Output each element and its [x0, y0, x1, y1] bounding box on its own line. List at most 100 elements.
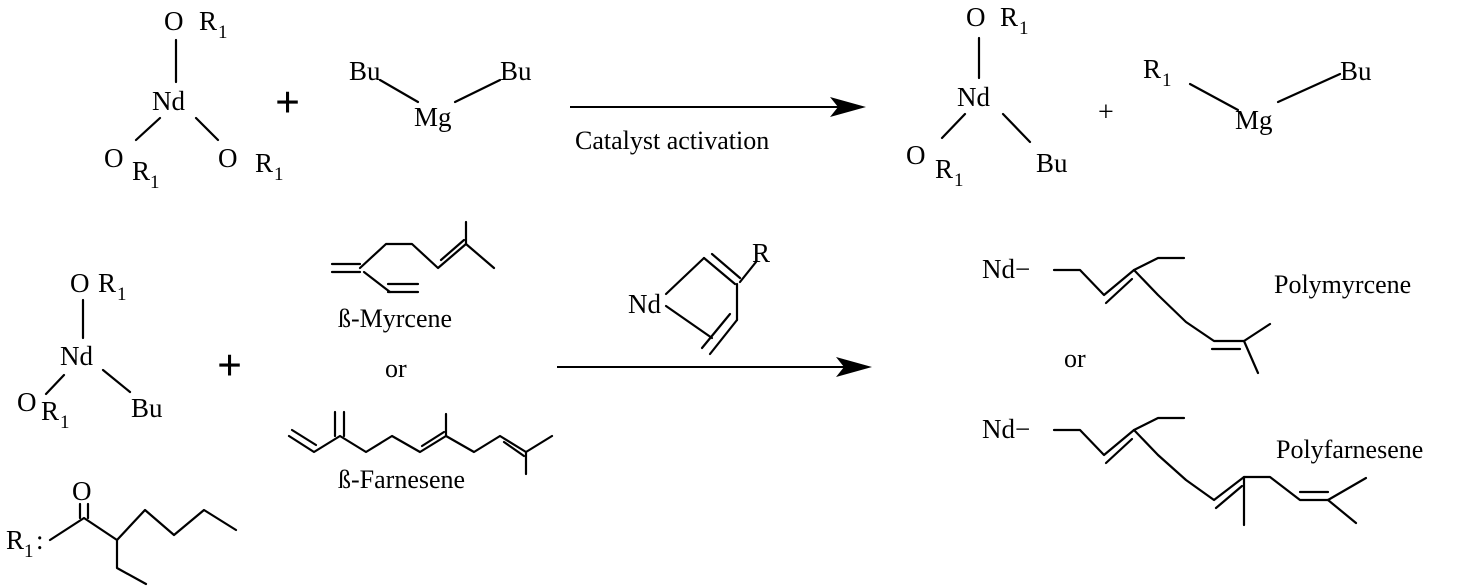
allyl-c1-c2-b [710, 252, 742, 280]
bond-mg-bu-right [453, 78, 502, 104]
subscript-1-left: 1 [150, 172, 160, 193]
atom-bu-left: Bu [349, 56, 381, 86]
atom-o-right: O [218, 143, 238, 173]
subscript-1-mg: 1 [1162, 70, 1172, 91]
atom-nd-polyfarnesene: Nd− [982, 414, 1030, 444]
polyfarnesene-mid-double [1214, 484, 1244, 510]
polymyrcene-label: Polymyrcene [1274, 270, 1411, 299]
atom-cat-o-top: O [70, 268, 90, 298]
atom-nd: Nd [152, 86, 185, 116]
colon-r1-def: : [36, 525, 44, 555]
bond-cat-nd-bu [101, 368, 132, 394]
atom-r1-def: R [6, 525, 24, 555]
atom-r-left-p: R [935, 154, 953, 184]
atom-o-top-p: O [966, 2, 986, 32]
polyfarnesene-label: Polyfarnesene [1276, 435, 1423, 464]
nd-allyl-intermediate: Nd R [628, 238, 770, 356]
bond-bu-mg-left [378, 78, 420, 104]
nd-catalyst: O R 1 Nd O R 1 Bu [17, 268, 163, 433]
polyfarnesene-end-methyl [1326, 476, 1368, 502]
polyfarnesene-backbone [1052, 428, 1358, 525]
atom-bu-right: Bu [500, 56, 532, 86]
atom-r-right: R [255, 148, 273, 178]
atom-mg-p: Mg [1235, 105, 1273, 135]
nd-allyl-bond-bottom [664, 304, 714, 340]
allyl-r-bond [738, 260, 758, 284]
polyfarnesene-chain: Nd− Polyfarnesene [982, 414, 1423, 527]
myrcene-label: ß-Myrcene [338, 304, 452, 333]
beta-farnesene: ß-Farnesene [287, 410, 554, 494]
subscript-cat-1-top: 1 [117, 284, 127, 305]
or-monomers: or [385, 354, 407, 383]
farnesene-terminal-double [290, 428, 318, 447]
bond-nd-o-left-p [940, 112, 967, 140]
subscript-r1-def: 1 [24, 541, 34, 562]
atom-r-left: R [132, 156, 150, 186]
atom-r-top-p: R [1000, 2, 1018, 32]
subscript-1-top-p: 1 [1019, 18, 1029, 39]
bond-r1-mg [1188, 82, 1240, 112]
myrcene-main-chain [358, 242, 496, 270]
farnesene-label: ß-Farnesene [338, 465, 465, 494]
nd-tris-alkoxide: O R 1 Nd O R 1 O R 1 [104, 6, 284, 193]
atom-cat-bu: Bu [131, 393, 163, 423]
atom-mg: Mg [414, 102, 452, 132]
beta-myrcene: ß-Myrcene [330, 220, 496, 333]
allyl-c3-c4-b [700, 312, 732, 350]
allyl-c3-c4-a [708, 318, 739, 356]
subscript-1-top: 1 [218, 22, 228, 43]
atom-cat-nd: Nd [60, 341, 93, 371]
bond-cat-nd-o-left [44, 373, 66, 396]
atom-carbonyl-o: O [72, 476, 92, 506]
atom-nd-p: Nd [957, 82, 990, 112]
bond-nd-o-right [194, 116, 220, 142]
polyfarnesene-ethyl [1132, 416, 1186, 432]
farnesene-end-double [502, 440, 526, 458]
atom-bu-p: Bu [1036, 148, 1068, 178]
arrow-head-1 [830, 97, 866, 117]
farnesene-main-chain [287, 434, 554, 454]
bond-nd-o-left [134, 116, 162, 142]
allyl-c1-c2-a [702, 256, 737, 286]
polymyrcene-side-methyl [1242, 322, 1272, 343]
polymyrcene-backbone [1052, 268, 1260, 375]
myrcene-trisub-double [439, 238, 466, 262]
atom-cat-o-left: O [17, 387, 37, 417]
atom-r-top: R [199, 6, 217, 36]
atom-cat-r-top: R [98, 268, 116, 298]
atom-nd-polymyrcene: Nd− [982, 254, 1030, 284]
r1-definition: R 1 : O [6, 476, 238, 586]
atom-o-top: O [164, 6, 184, 36]
nd-allyl-bond-top [664, 256, 706, 296]
catalyst-activation-label: Catalyst activation [575, 126, 769, 155]
farnesene-mid-double [420, 430, 446, 448]
arrow-head-2 [836, 357, 872, 377]
dibutylmagnesium: Bu Bu Mg [349, 56, 532, 132]
atom-o-left: O [104, 143, 124, 173]
alkoxy-butyl-magnesium: R 1 Bu Mg [1143, 54, 1372, 135]
nd-bis-alkoxide-butyl: O R 1 Nd O R 1 Bu [906, 2, 1068, 191]
polymyrcene-chain: Nd− Polymyrcene [982, 254, 1411, 375]
atom-nd-allyl: Nd [628, 289, 661, 319]
polyfarnesene-main-double [1104, 437, 1134, 465]
atom-cat-r-left: R [41, 396, 59, 426]
atom-bu-mg: Bu [1340, 56, 1372, 86]
atom-r-mg: R [1143, 54, 1161, 84]
subscript-1-right: 1 [274, 164, 284, 185]
plus-sign-1: + [275, 78, 300, 127]
plus-sign-2: + [1098, 97, 1114, 128]
activation-arrow: Catalyst activation [570, 97, 866, 155]
plus-sign-3: + [217, 341, 242, 390]
subscript-cat-1-left: 1 [60, 412, 70, 433]
subscript-1-left-p: 1 [954, 170, 964, 191]
atom-r-allyl: R [752, 238, 770, 268]
atom-o-left-p: O [906, 140, 926, 170]
polymerization-arrow [557, 357, 872, 377]
r1-main-chain [48, 508, 238, 542]
polymyrcene-ethyl [1132, 256, 1186, 272]
myrcene-vinyl-single [362, 270, 392, 294]
polymyrcene-main-double [1104, 277, 1134, 305]
bond-mg-bu-p [1276, 72, 1342, 104]
bond-nd-bu-p [1001, 112, 1032, 144]
